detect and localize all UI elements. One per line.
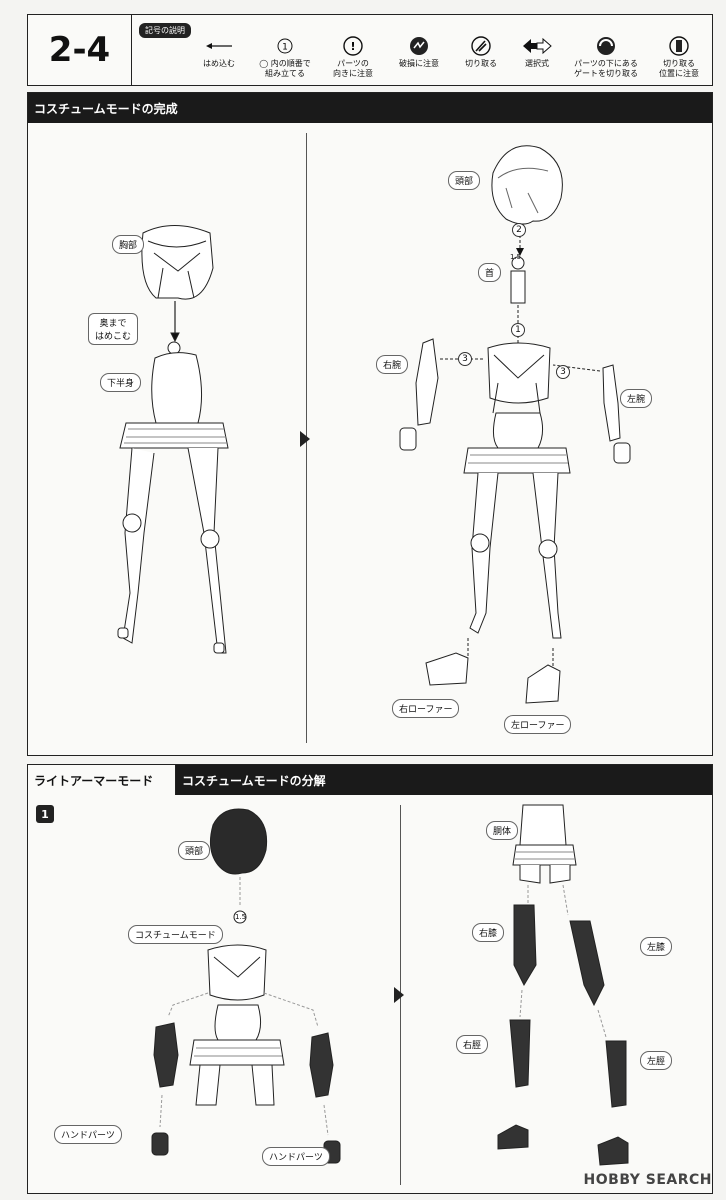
legend-item-cut-position: 切り取る 位置に注意	[644, 35, 714, 79]
legend-text: ◯ 内の順番で 組み立てる	[259, 59, 311, 78]
break-warning-icon	[410, 37, 428, 55]
svg-text:1: 1	[282, 43, 288, 53]
label-left-arm: 左腕	[620, 389, 653, 408]
section-title: コスチュームモードの完成	[28, 93, 712, 123]
instruction-header: 2-4 記号の説明 はめ込む 1 ◯ 内の順番で 組み立てる ! パーツの 向き…	[27, 14, 713, 86]
legend-text: 選択式	[525, 59, 549, 68]
label-costume-mode: コスチュームモード	[128, 925, 223, 944]
order-3a-icon: 3	[458, 352, 472, 366]
legend-text: 切り取る 位置に注意	[659, 59, 699, 78]
label-right-knee: 右膝	[472, 923, 505, 942]
step-number: 2-4	[28, 15, 132, 85]
label-right-loafer: 右ローファー	[392, 699, 460, 718]
section-title: コスチュームモードの分解	[176, 765, 712, 795]
label-lower-body: 下半身	[100, 373, 142, 392]
label-neck: 首	[478, 263, 502, 282]
choice-arrows-icon	[523, 37, 552, 55]
arrow-left-icon	[206, 43, 232, 49]
legend-item-insert: はめ込む	[184, 35, 254, 69]
legend-item-choice: 選択式	[502, 35, 572, 69]
label-hand-parts-left: ハンドパーツ	[54, 1125, 122, 1144]
light-armor-mode-panel: ライトアーマーモード コスチュームモードの分解 1	[27, 764, 713, 1194]
label-push-in: 奥まで はめこむ	[88, 313, 139, 345]
label-right-arm: 右腕	[376, 355, 409, 374]
label-chest: 胸部	[112, 235, 145, 254]
label-torso: 胴体	[486, 821, 519, 840]
order-3b-icon: 3	[556, 365, 570, 379]
gate-cut-icon	[597, 37, 615, 55]
svg-text:!: !	[350, 40, 355, 53]
legend-item-cut: 切り取る	[446, 35, 516, 69]
label-head: 頭部	[448, 171, 481, 190]
numbered-circle-icon: 1	[277, 38, 293, 54]
legend-item-orientation: ! パーツの 向きに注意	[318, 35, 388, 79]
figure-drawing	[117, 145, 631, 704]
label-head: 頭部	[178, 841, 211, 860]
size-label: 1.5	[235, 913, 247, 921]
label-right-shin: 右脛	[456, 1035, 489, 1054]
order-1-icon: 1	[511, 323, 525, 337]
substep-number: 1	[36, 805, 54, 823]
label-left-knee: 左膝	[640, 937, 673, 956]
legend-item-order: 1 ◯ 内の順番で 組み立てる	[250, 35, 320, 79]
tab-light-armor: ライトアーマーモード	[28, 765, 176, 795]
label-left-shin: 左脛	[640, 1051, 673, 1070]
legend-item-breakage: 破損に注意	[384, 35, 454, 69]
size-label: 1.5	[510, 253, 522, 261]
legend-text: パーツの 向きに注意	[333, 59, 373, 78]
legend-text: 破損に注意	[399, 59, 439, 68]
legend-title: 記号の説明	[139, 23, 191, 38]
legend-item-gate: パーツの下にある ゲートを切り取る	[566, 35, 646, 79]
costume-mode-complete-panel: コスチュームモードの完成	[27, 92, 713, 756]
brand-watermark: HOBBY SEARCH	[583, 1172, 712, 1188]
figure-drawing	[151, 804, 629, 1166]
order-2-icon: 2	[512, 223, 526, 237]
legend-text: はめ込む	[203, 59, 235, 68]
warning-icon: !	[343, 36, 363, 56]
legend-text: 切り取る	[465, 59, 497, 68]
legend-text: パーツの下にある ゲートを切り取る	[574, 59, 638, 78]
cut-position-icon	[669, 36, 689, 56]
label-left-loafer: 左ローファー	[504, 715, 572, 734]
label-hand-parts-right: ハンドパーツ	[262, 1147, 330, 1166]
cut-icon	[471, 36, 491, 56]
